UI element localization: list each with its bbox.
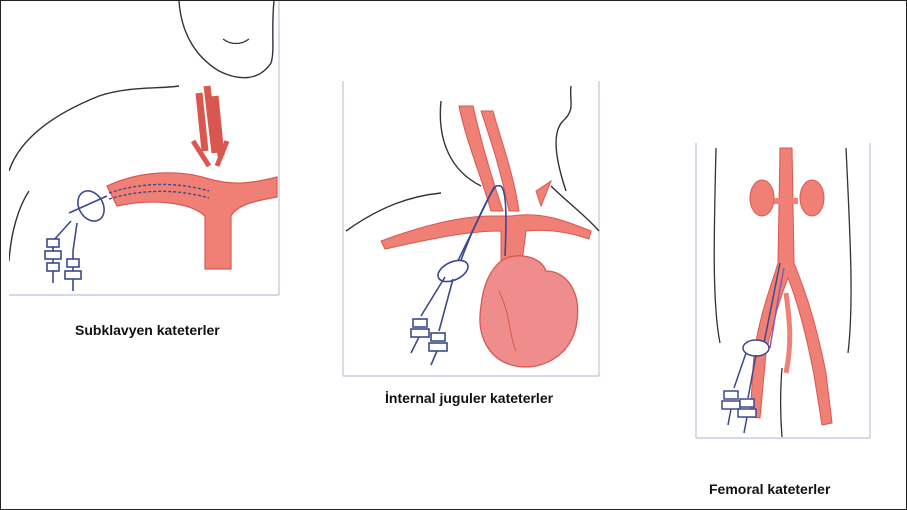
jugular-caption: İnternal juguler kateterler (385, 390, 553, 406)
jugular-illustration (341, 81, 603, 381)
subclavian-caption: Subklavyen kateterler (75, 322, 220, 338)
subclavian-illustration (9, 1, 281, 297)
femoral-panel (694, 143, 874, 441)
subclavian-panel (9, 1, 281, 297)
femoral-caption: Femoral kateterler (709, 481, 830, 497)
femoral-illustration (694, 143, 874, 441)
jugular-panel (341, 81, 603, 381)
